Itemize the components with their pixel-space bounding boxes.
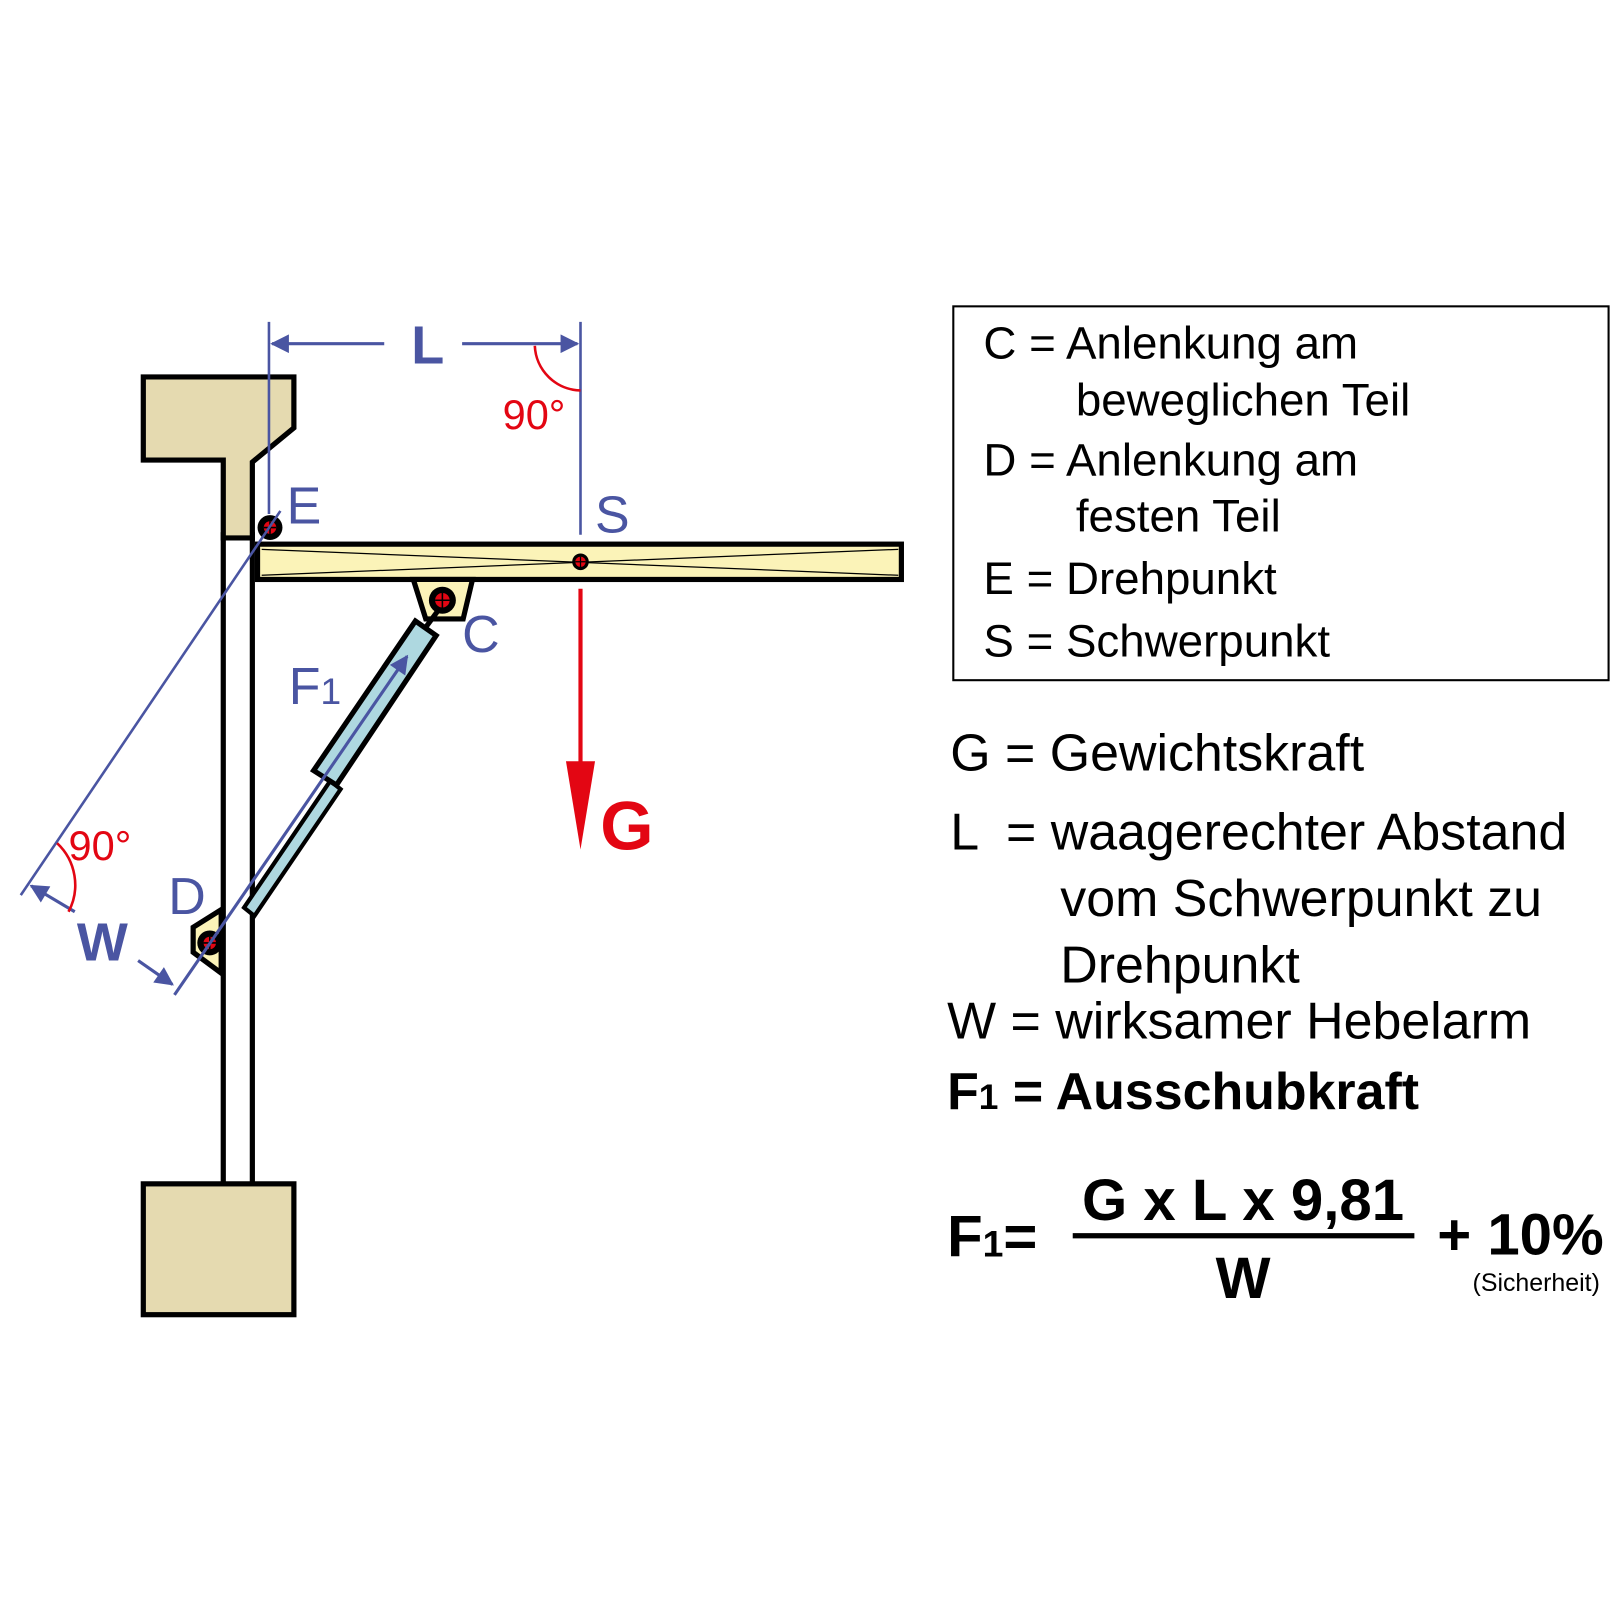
label-e: E [287,477,322,535]
legend-box: C = Anlenkung am beweglichen Teil D = An… [952,305,1610,682]
formula-lhs: F1= [947,1205,1037,1270]
spring-rod [241,777,344,919]
def-l-cont2: Drehpunkt [1060,936,1300,994]
frame [140,374,297,1318]
top-wall-block [140,374,297,541]
label-c: C [462,606,500,664]
formula-denominator: W [1216,1246,1271,1311]
lever-line [19,510,282,896]
legend-c-cont: beweglichen Teil [1076,374,1410,425]
def-g: G = Gewichtskraft [950,725,1365,783]
label-d: D [168,868,206,926]
right-angle-arc-top [533,345,581,392]
right-angle-arc-left [56,842,77,913]
formula-plus: + 10% [1437,1202,1603,1267]
bottom-wall-block [140,1181,297,1318]
legend-d: D = Anlenkung am [983,435,1358,486]
formula-numerator: G x L x 9,81 [1082,1168,1404,1233]
def-w: W = wirksamer Hebelarm [947,992,1531,1050]
formula: F1= G x L x 9,81 W + 10% (Sicherheit) [947,1168,1604,1311]
legend-c: C = Anlenkung am [983,317,1358,368]
formula-note: (Sicherheit) [1473,1269,1600,1297]
legend-d-cont: festen Teil [1076,491,1281,542]
legend-s: S = Schwerpunkt [983,615,1330,666]
weight-force-arrowhead [565,761,596,850]
w-arrow-top [29,884,76,914]
definitions: G = Gewichtskraft L = waagerechter Absta… [947,725,1567,1122]
pin-s [572,553,589,571]
label-f1: F1 [289,658,342,716]
def-f1: F1 = Ausschubkraft [947,1063,1419,1121]
gas-spring [241,605,443,919]
w-arrow-bottom [137,959,174,986]
label-w: W [77,913,128,973]
label-s: S [595,487,630,545]
label-angle-top: 90° [503,391,566,438]
label-l: L [411,315,444,375]
def-l: L = waagerechter Abstand [950,803,1567,861]
def-l-cont1: vom Schwerpunkt zu [1060,870,1542,928]
f1-force-arrow [173,654,409,996]
label-g: G [600,787,653,864]
label-angle-left: 90° [69,822,132,869]
legend-e: E = Drehpunkt [983,553,1277,604]
pin-c [428,586,456,614]
